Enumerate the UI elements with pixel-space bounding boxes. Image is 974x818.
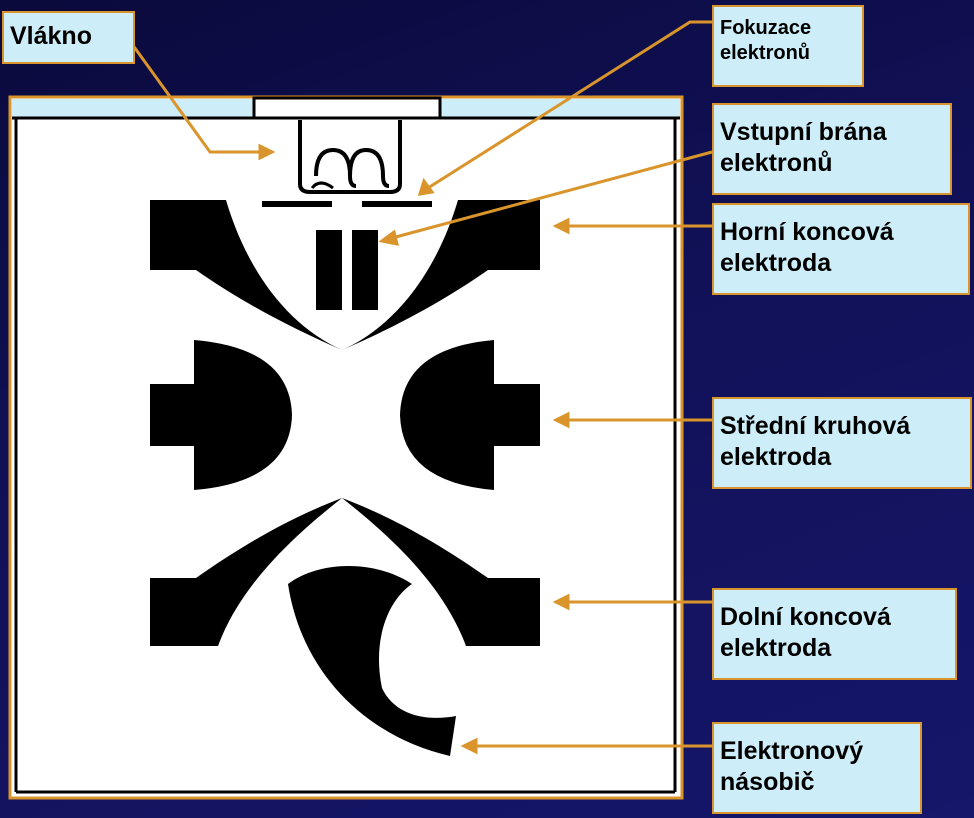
label-electron-focusing-line1: Fokuzace: [720, 17, 812, 39]
label-lower-endcap-electrode: Dolní koncová elektroda: [712, 588, 957, 680]
filament-mount: [252, 96, 442, 120]
lower-endcap-electrode: [150, 498, 540, 646]
ring-electrode-left: [150, 340, 292, 490]
leader-vstupni-brana: [391, 150, 713, 240]
filament-housing: [298, 120, 402, 194]
arrowhead-fokusace: [417, 177, 435, 196]
label-electron-focusing: Fokuzace elektronů: [712, 5, 864, 87]
label-lower-endcap-line1: Dolní koncová: [720, 603, 891, 631]
label-filament: Vlákno: [2, 11, 135, 64]
ring-electrode-right: [400, 340, 540, 490]
focus-plate-right: [362, 201, 432, 207]
arrowhead-stredni: [552, 411, 570, 429]
label-ring-electrode: Střední kruhová elektroda: [712, 397, 972, 489]
label-electron-multiplier: Elektronový násobič: [712, 722, 922, 814]
label-lower-endcap-line2: elektroda: [720, 634, 832, 663]
label-entrance-gate-line1: Vstupní brána: [720, 118, 887, 146]
label-electron-multiplier-line2: násobič: [720, 768, 815, 797]
leader-lines: [130, 20, 713, 755]
label-upper-endcap-line1: Horní koncová: [720, 218, 894, 246]
label-ring-electrode-line1: Střední kruhová: [720, 412, 911, 440]
label-filament-text: Vlákno: [10, 22, 92, 50]
label-upper-endcap-electrode: Horní koncová elektroda: [712, 203, 970, 295]
gate-bar-right: [352, 230, 378, 310]
filament-coil: [314, 147, 390, 188]
leader-vlakno: [130, 43, 262, 154]
arrowhead-nasobic: [460, 737, 478, 755]
electron-multiplier: [288, 566, 456, 756]
upper-endcap-electrode: [150, 200, 540, 350]
arrowhead-vlakno: [258, 143, 276, 161]
label-electron-focusing-line2: elektronů: [720, 42, 811, 64]
label-upper-endcap-line2: elektroda: [720, 249, 832, 278]
arrowhead-dolni: [552, 593, 570, 611]
arrowhead-vstupni-brana: [378, 229, 400, 246]
label-electron-entrance-gate: Vstupní brána elektronů: [712, 103, 952, 195]
focus-plate-left: [262, 201, 332, 207]
filament-base: [310, 181, 334, 190]
arrowhead-horni: [552, 217, 570, 235]
label-ring-electrode-line2: elektroda: [720, 443, 832, 472]
label-electron-multiplier-line1: Elektronový: [720, 737, 864, 765]
leader-fokusace: [427, 20, 712, 190]
gate-bar-left: [316, 230, 342, 310]
label-entrance-gate-line2: elektronů: [720, 149, 833, 178]
